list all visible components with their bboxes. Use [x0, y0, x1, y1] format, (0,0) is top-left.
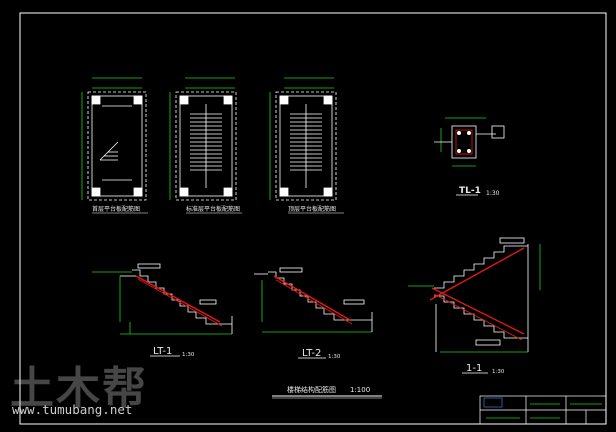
- stair-lt2-name: LT-2: [302, 348, 321, 359]
- beam-section-tl1: [434, 117, 505, 167]
- stair-lt1-name: LT-1: [153, 346, 172, 357]
- stair-section-lt1: [92, 263, 233, 335]
- drawing-title: 楼梯结构配筋图: [287, 385, 336, 394]
- beam-name: TL-1: [459, 186, 481, 196]
- watermark-logo: 土木帮: [10, 363, 148, 414]
- plan-first-floor: [81, 77, 147, 201]
- stair-section-1-1: [408, 237, 541, 353]
- title-block: [479, 395, 607, 425]
- plan-3-label: 顶层平台板配筋图: [288, 205, 336, 213]
- stair-lt1-scale: 1:30: [182, 352, 195, 358]
- drawing-border: [19, 12, 607, 425]
- plan-standard-floor: [169, 77, 237, 201]
- plan-2-label: 标准层平台板配筋图: [186, 205, 240, 213]
- beam-scale: 1:30: [486, 190, 500, 197]
- stair-lt2-scale: 1:30: [328, 354, 341, 360]
- plan-top-floor: [269, 77, 337, 201]
- watermark-url: www.tumubang.net: [12, 402, 133, 417]
- plan-1-label: 首层平台板配筋图: [92, 205, 140, 213]
- stair-section-lt2: [254, 267, 373, 333]
- drawing-scale: 1:100: [350, 386, 370, 394]
- stair-1-1-name: 1-1: [466, 363, 482, 374]
- stair-1-1-scale: 1:30: [492, 369, 505, 375]
